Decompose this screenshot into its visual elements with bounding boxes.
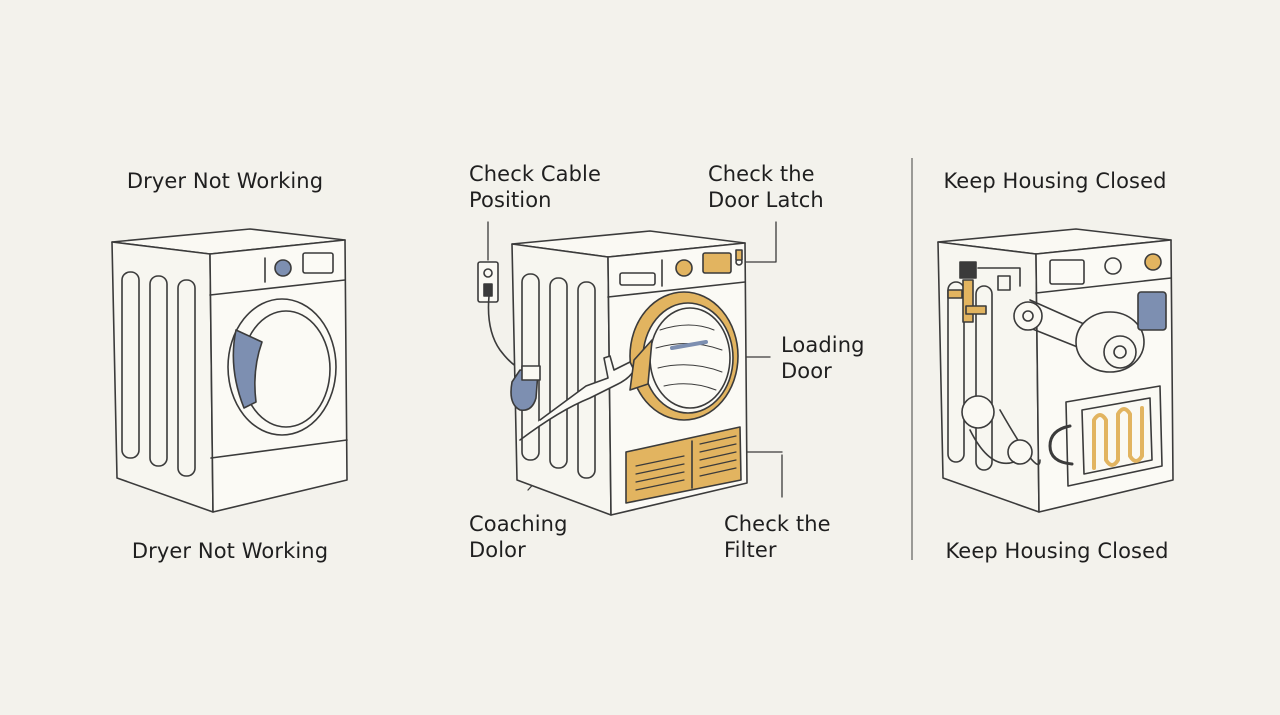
panel1-top-title: Dryer Not Working [126,169,324,193]
heating-element-icon [1048,385,1163,487]
callout-check-cable: Check Cable Position [469,162,601,212]
callout-loading-door: Loading Door [781,333,865,383]
motor-icon [961,291,1167,465]
door-latch-icon [947,261,1021,323]
door-latch-icon [735,249,743,261]
power-outlet-icon [477,261,524,371]
lint-filter-icon [625,426,742,504]
panel3-bottom-title: Keep Housing Closed [945,539,1169,563]
dryer-icon [111,228,348,513]
callout-check-latch: Check the Door Latch [708,162,824,212]
drum-icon [629,291,739,421]
callout-coaching-dolor: Coaching Dolor [469,512,568,562]
panel-divider [911,158,913,560]
callout-check-filter: Check the Filter [724,512,831,562]
hand-icon [510,339,653,441]
panel1-bottom-title: Dryer Not Working [131,539,329,563]
panel3-top-title: Keep Housing Closed [943,169,1167,193]
